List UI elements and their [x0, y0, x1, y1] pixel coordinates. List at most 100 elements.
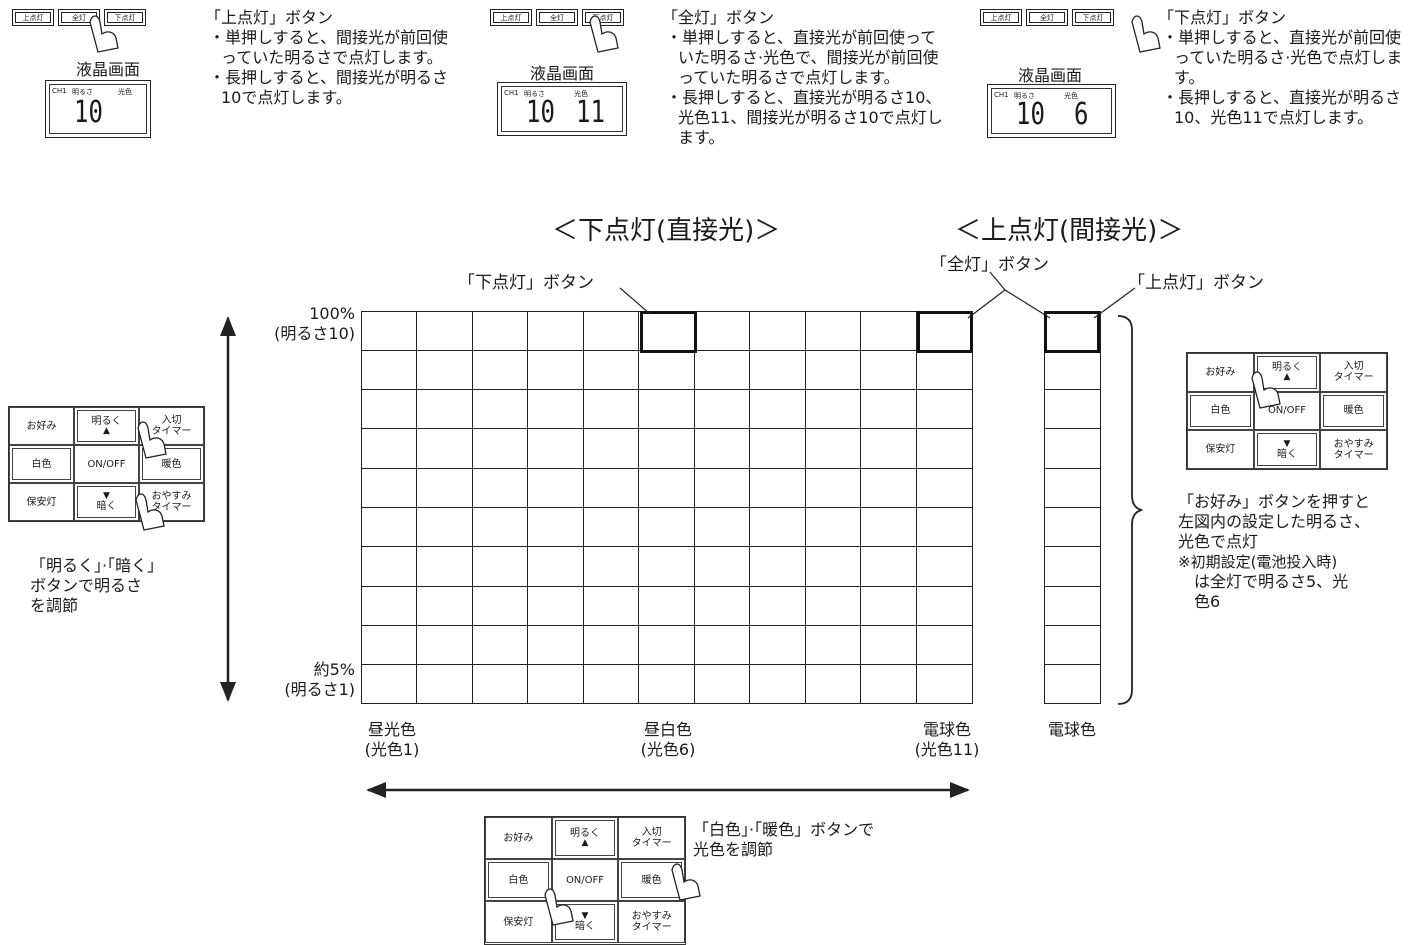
left-note-line: 「明るく」·「暗く」: [30, 556, 164, 575]
indirect-grid-cell: [1043, 428, 1101, 469]
grid-cell: [527, 506, 584, 548]
dimmer-button[interactable]: ▼暗く: [74, 483, 139, 521]
grid-cell: [638, 506, 695, 548]
grid-cell: [749, 624, 806, 666]
grid-cell: [915, 624, 973, 666]
warm-color-button[interactable]: 暖色: [139, 445, 204, 483]
grid-cell: [582, 428, 640, 469]
lower-light-button[interactable]: 下点灯: [104, 9, 146, 26]
grid-cell: [471, 624, 529, 666]
brighter-button[interactable]: 明るく▲: [74, 407, 139, 445]
lower-button-callout: 「下点灯」ボタン: [458, 273, 594, 293]
favorite-button[interactable]: お好み: [9, 407, 74, 445]
grid-cell: [915, 467, 973, 508]
indirect-light-grid: [1043, 310, 1101, 705]
lower-light-button[interactable]: 下点灯: [1072, 9, 1114, 26]
on-off-timer-button[interactable]: 入切タイマー: [1320, 353, 1387, 392]
night-light-button[interactable]: 保安灯: [9, 483, 74, 521]
remote-keypad-left: お好み 明るく▲ 入切タイマー 白色 ON/OFF 暖色 保安灯 ▼暗く おやす…: [8, 406, 205, 522]
timer-on-label: 入切: [161, 415, 182, 426]
white-color-button[interactable]: 白色: [485, 859, 552, 901]
warm-label: 暖色: [161, 458, 182, 470]
grid-cell: [360, 546, 418, 587]
lcd-color-label: 光色: [118, 88, 132, 96]
dimmer-button[interactable]: ▼暗く: [551, 901, 619, 943]
favorite-button[interactable]: お好み: [1187, 353, 1254, 392]
y-bottom-percent: 約5%: [313, 660, 355, 679]
grid-cell: [860, 349, 917, 391]
grid-cell: [582, 310, 640, 351]
dimmer-label: 暗く: [574, 921, 595, 932]
on-off-timer-button[interactable]: 入切タイマー: [139, 407, 204, 445]
grid-cell: [360, 310, 418, 351]
bottom-note-line: 光色を調節: [693, 840, 774, 859]
lower-light-highlight: [640, 311, 697, 353]
lcd-screen-3: CH1 明るさ 光色 10 6: [987, 84, 1116, 138]
white-color-button[interactable]: 白色: [1187, 391, 1254, 431]
upper-light-button[interactable]: 上点灯: [490, 9, 532, 26]
y-axis-top: 100% (明るさ10): [255, 304, 355, 344]
grid-cell: [582, 467, 640, 508]
lcd-bright-label: 明るさ: [524, 90, 545, 98]
upper-light-button[interactable]: 上点灯: [12, 9, 54, 26]
lcd-brightness-value: 10: [526, 95, 555, 130]
brighter-button[interactable]: 明るく▲: [1253, 353, 1321, 392]
grid-cell: [416, 310, 473, 351]
brighter-button[interactable]: 明るく▲: [551, 817, 619, 859]
y-bottom-level: (明るさ1): [284, 680, 355, 699]
grid-cell: [416, 428, 473, 469]
all-light-button[interactable]: 全灯: [58, 9, 100, 26]
all-light-button[interactable]: 全灯: [1026, 9, 1068, 26]
grid-cell: [860, 585, 917, 626]
night-light-button[interactable]: 保安灯: [1187, 430, 1254, 469]
night-light-button[interactable]: 保安灯: [485, 901, 552, 943]
x-mid-name: 昼白色: [643, 720, 692, 739]
favorite-button[interactable]: お好み: [485, 817, 552, 859]
x-axis-indirect: 電球色: [1036, 720, 1108, 740]
grid-cell: [804, 624, 862, 666]
panel3-line: ・単押しすると、直接光が前回使っていた明るさ·光色で点灯します。: [1162, 28, 1403, 87]
y-axis-bottom: 約5% (明るさ1): [250, 660, 355, 700]
lower-light-button[interactable]: 下点灯: [582, 9, 624, 26]
upper-light-button[interactable]: 上点灯: [980, 9, 1022, 26]
lcd-brightness-value: 10: [1016, 97, 1045, 132]
grid-cell: [860, 624, 917, 666]
hand-icon: [1131, 15, 1161, 53]
bottom-note-line: 「白色」·「暖色」ボタンで: [693, 820, 875, 839]
dimmer-button[interactable]: ▼暗く: [1253, 430, 1321, 469]
grid-cell: [360, 664, 418, 705]
grid-cell: [360, 624, 418, 666]
warm-color-button[interactable]: 暖色: [1320, 391, 1387, 431]
grid-cell: [471, 310, 529, 351]
direct-light-title: ＜下点灯(直接光)＞: [552, 216, 781, 246]
x-axis-right: 電球色 (光色11): [898, 720, 996, 760]
left-note-line: ボタンで明るさ: [30, 576, 143, 595]
grid-cell: [749, 467, 806, 508]
power-button[interactable]: ON/OFF: [1253, 391, 1321, 431]
warm-color-button[interactable]: 暖色: [618, 859, 685, 901]
grid-cell: [360, 585, 418, 626]
sleep-timer-button[interactable]: おやすみタイマー: [618, 901, 685, 943]
power-button[interactable]: ON/OFF: [74, 445, 139, 483]
lcd-screen-1: CH1 明るさ 光色 10: [45, 80, 151, 138]
all-light-button[interactable]: 全灯: [536, 9, 578, 26]
on-off-timer-button[interactable]: 入切タイマー: [618, 817, 685, 859]
grid-cell: [749, 664, 806, 705]
x-left-name: 昼光色: [367, 720, 416, 739]
grid-cell: [471, 349, 529, 391]
power-button[interactable]: ON/OFF: [551, 859, 619, 901]
sleep-timer-button[interactable]: おやすみタイマー: [139, 483, 204, 521]
grid-cell: [693, 546, 751, 587]
lcd-brightness-value: 10: [74, 95, 103, 130]
timer-on-label: 入切: [641, 827, 662, 838]
grid-cell: [693, 624, 751, 666]
up-triangle-icon: ▲: [581, 838, 589, 848]
grid-cell: [693, 310, 751, 351]
grid-cell: [749, 310, 806, 351]
favorite-label: お好み: [503, 832, 534, 844]
grid-cell: [471, 506, 529, 548]
grid-cell: [804, 546, 862, 587]
sleep-timer-button[interactable]: おやすみタイマー: [1320, 430, 1387, 469]
grid-cell: [860, 664, 917, 705]
white-color-button[interactable]: 白色: [9, 445, 74, 483]
